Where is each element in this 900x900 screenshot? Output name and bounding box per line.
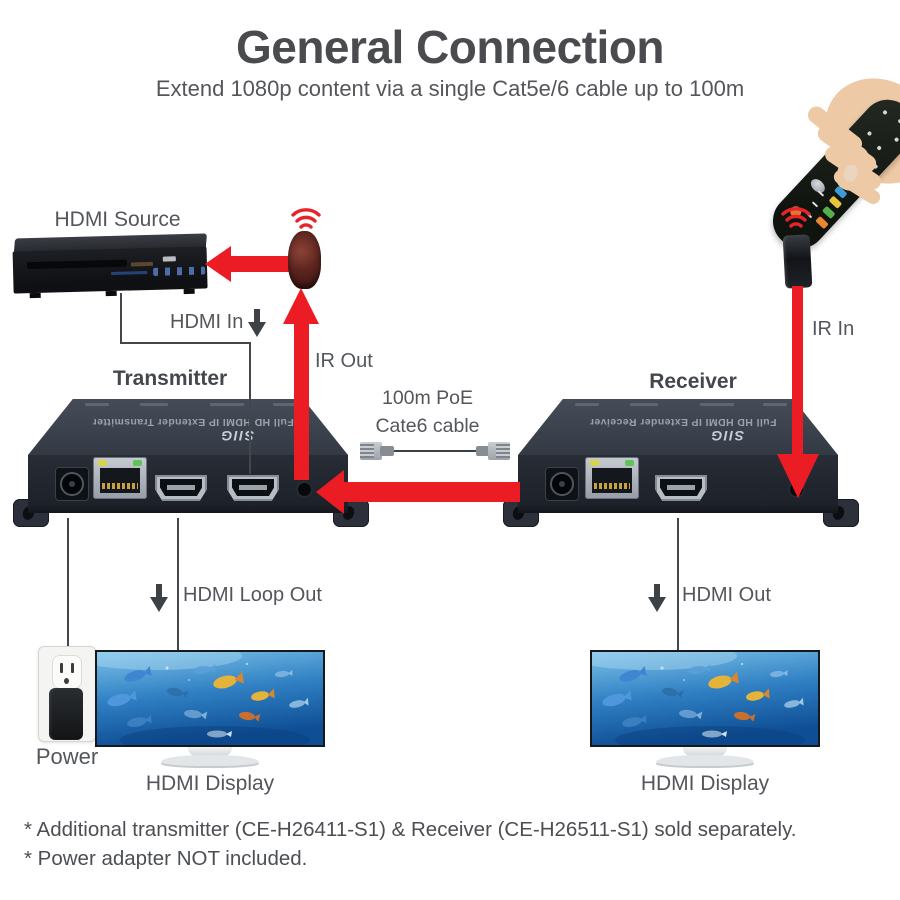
tv-screen: [590, 650, 820, 747]
port-label-marking: [630, 403, 658, 406]
port-label-marking: [700, 403, 734, 406]
line-source-down: [120, 293, 122, 343]
device-marking-text: Full HD HDMI IP Extender Receiver: [589, 416, 777, 428]
outlet-socket: [52, 655, 82, 689]
aquarium-image: [592, 652, 818, 745]
led-yellow: [98, 460, 107, 466]
hdmi-loop-out-label: HDMI Loop Out: [183, 584, 322, 606]
red-arrow-to-source-head: [205, 246, 231, 282]
line-loopout-to-tv: [177, 518, 179, 652]
led-yellow: [590, 460, 599, 466]
red-arrow-ir-out-bar: [294, 322, 309, 480]
dvd-foot: [29, 292, 41, 299]
ethernet-cable-icon-left: [360, 442, 394, 460]
dvd-foot: [183, 288, 195, 295]
red-arrow-ir-out-head: [283, 288, 319, 324]
hand-with-remote: [755, 57, 900, 260]
hdmi-display-label-right: HDMI Display: [640, 772, 770, 795]
led-green: [625, 460, 634, 466]
dc-power-jack: [545, 467, 579, 501]
hdmi-source-label: HDMI Source: [54, 208, 181, 231]
ir-waves-icon: [291, 208, 321, 229]
dvd-foot: [105, 290, 117, 297]
page-subtitle: Extend 1080p content via a single Cat5e/…: [155, 76, 745, 101]
port-label-marking: [210, 403, 244, 406]
cable-label-line1: 100m PoE: [381, 387, 474, 409]
ir-in-label: IR In: [812, 318, 855, 340]
dvd-player: [12, 233, 208, 300]
receiver-label: Receiver: [649, 370, 737, 393]
dc-power-jack: [55, 467, 89, 501]
transmitter-label: Transmitter: [112, 367, 228, 390]
down-arrow-icon: [248, 309, 266, 337]
tv-screen: [95, 650, 325, 747]
page-title: General Connection: [235, 21, 665, 73]
ir-emitter-eye: [288, 231, 321, 289]
ethernet-cable-icon-right: [476, 442, 510, 460]
dvd-buttons: [153, 266, 206, 276]
ethernet-port: [93, 457, 147, 499]
thumbnail: [841, 163, 860, 184]
power-outlet: [38, 646, 96, 742]
hdmi-in-port: [227, 475, 279, 501]
dvd-usb-port: [162, 256, 176, 262]
red-arrow-link-bar: [343, 482, 520, 502]
red-arrow-ir-in-bar: [792, 286, 803, 456]
port-label-marking: [763, 403, 787, 406]
dvd-logo-mark: [130, 261, 153, 267]
hdmi-loop-out-port: [155, 475, 207, 501]
ir-receiver-eye: [782, 234, 813, 289]
hdmi-display-right: [590, 650, 820, 766]
line-source-horizontal: [120, 342, 250, 344]
hdmi-out-port: [655, 475, 707, 501]
tv-stand-neck: [188, 747, 232, 756]
red-arrow-to-source-bar: [230, 256, 292, 272]
line-source-to-hdmi-in: [249, 342, 251, 474]
hdmi-display-label-left: HDMI Display: [145, 772, 275, 795]
led-green: [133, 460, 142, 466]
cable-label-line2: Cate6 cable: [375, 415, 480, 437]
down-arrow-icon: [150, 584, 168, 612]
footnote-line-1: * Additional transmitter (CE-H26411-S1) …: [24, 818, 797, 841]
power-adapter: [49, 688, 83, 740]
down-arrow-icon: [648, 584, 666, 612]
footnote-line-2: * Power adapter NOT included.: [24, 847, 308, 870]
aquarium-image: [97, 652, 323, 745]
red-arrow-link-head: [316, 470, 344, 514]
red-arrow-ir-in-head: [777, 454, 819, 498]
ir-out-jack: [298, 483, 311, 496]
port-label-marking: [273, 403, 297, 406]
ir-out-label: IR Out: [315, 350, 373, 372]
port-label-marking: [85, 403, 109, 406]
power-label: Power: [35, 744, 99, 769]
line-hdmiout-to-tv: [677, 518, 679, 652]
hdmi-out-label: HDMI Out: [682, 584, 771, 606]
tv-stand-base: [161, 755, 259, 766]
hdmi-display-left: [95, 650, 325, 766]
device-top-face: [518, 399, 838, 455]
device-marking-text: Full HD HDMI IP Extender Transmitter: [92, 416, 294, 428]
brand-logo: SIIG: [710, 428, 745, 444]
port-label-marking: [140, 403, 168, 406]
ethernet-port: [585, 457, 639, 499]
line-dc-to-outlet: [67, 518, 69, 648]
ir-waves-icon: [781, 207, 811, 228]
tv-stand-base: [656, 755, 754, 766]
hdmi-in-label: HDMI In: [170, 311, 244, 333]
port-label-marking: [575, 403, 599, 406]
ethernet-cable-icon-wire: [394, 450, 476, 452]
tv-stand-neck: [683, 747, 727, 756]
